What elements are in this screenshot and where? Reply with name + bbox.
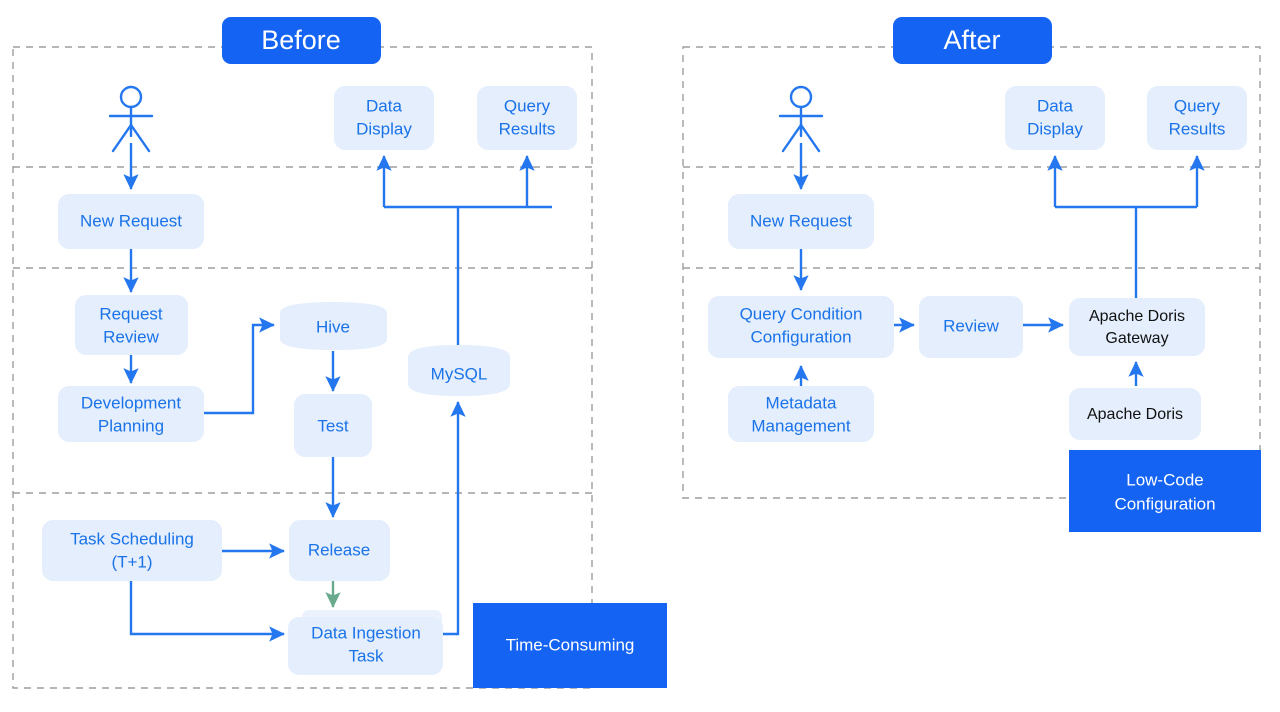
node-label-apache-doris: Apache Doris: [1087, 406, 1183, 423]
node-label-task-scheduling-line2: (T+1): [111, 552, 152, 571]
before-node-data-display[interactable]: Data Display: [334, 86, 434, 150]
after-badge: After: [893, 17, 1052, 64]
node-label-data-display-line2: Display: [356, 119, 412, 138]
after-node-apache-doris[interactable]: Apache Doris: [1069, 388, 1201, 440]
node-label-test: Test: [317, 416, 348, 435]
after-connectors: [793, 143, 1205, 386]
node-label-new-request: New Request: [80, 211, 182, 230]
node-label-data-ingestion-line1: Data Ingestion: [311, 623, 421, 642]
node-label-data-display-after-line1: Data: [1037, 96, 1073, 115]
after-node-metadata-management[interactable]: Metadata Management: [728, 386, 874, 442]
connector-task-scheduling-to-data-ingestion: [129, 581, 285, 642]
before-node-release[interactable]: Release: [289, 520, 390, 581]
node-label-query-condition-line2: Configuration: [750, 327, 851, 346]
before-badge-label: Before: [261, 25, 341, 55]
node-label-doris-gateway-line2: Gateway: [1105, 330, 1168, 347]
node-label-query-results-line1: Query: [504, 96, 551, 115]
node-label-release: Release: [308, 540, 370, 559]
after-node-new-request[interactable]: New Request: [728, 194, 874, 249]
node-label-data-display-after-line2: Display: [1027, 119, 1083, 138]
after-node-apache-doris-gateway[interactable]: Apache Doris Gateway: [1069, 298, 1205, 356]
connector-development-planning-to-hive: [204, 317, 275, 415]
before-actor-icon: [108, 85, 154, 153]
node-label-query-results-after-line2: Results: [1169, 119, 1226, 138]
after-badge-label: After: [943, 25, 1000, 55]
after-node-review[interactable]: Review: [919, 296, 1023, 358]
node-label-review: Review: [943, 316, 999, 335]
node-label-hive: Hive: [316, 317, 350, 336]
node-label-metadata-line1: Metadata: [766, 393, 837, 412]
connector-data-ingestion-to-mysql: [443, 401, 466, 636]
after-node-data-display[interactable]: Data Display: [1005, 86, 1105, 150]
before-badge: Before: [222, 17, 381, 64]
low-code-configuration-callout: Low-Code Configuration: [1069, 450, 1261, 532]
node-label-task-scheduling-line1: Task Scheduling: [70, 529, 194, 548]
node-label-metadata-line2: Management: [751, 416, 851, 435]
before-node-hive[interactable]: Hive: [280, 302, 387, 350]
after-node-query-condition-configuration[interactable]: Query Condition Configuration: [708, 296, 894, 358]
node-label-mysql: MySQL: [431, 364, 488, 383]
before-node-mysql[interactable]: MySQL: [408, 345, 510, 396]
before-node-test[interactable]: Test: [294, 394, 372, 457]
node-label-request-review-line2: Review: [103, 327, 159, 346]
node-label-data-ingestion-line2: Task: [349, 646, 384, 665]
before-node-development-planning[interactable]: Development Planning: [58, 386, 204, 442]
node-label-new-request-after: New Request: [750, 211, 852, 230]
before-node-query-results[interactable]: Query Results: [477, 86, 577, 150]
node-label-data-display-line1: Data: [366, 96, 402, 115]
time-consuming-label: Time-Consuming: [506, 635, 635, 654]
before-node-task-scheduling[interactable]: Task Scheduling (T+1): [42, 520, 222, 581]
node-label-development-planning-line1: Development: [81, 393, 181, 412]
node-label-query-results-line2: Results: [499, 119, 556, 138]
before-node-new-request[interactable]: New Request: [58, 194, 204, 249]
node-label-doris-gateway-line1: Apache Doris: [1089, 308, 1185, 325]
time-consuming-callout: Time-Consuming: [473, 603, 667, 688]
low-code-label-line1: Low-Code: [1126, 470, 1204, 489]
before-node-data-ingestion-task[interactable]: Data Ingestion Task: [288, 610, 443, 675]
node-label-query-results-after-line1: Query: [1174, 96, 1221, 115]
low-code-label-line2: Configuration: [1114, 494, 1215, 513]
before-node-request-review[interactable]: Request Review: [75, 295, 188, 355]
node-label-development-planning-line2: Planning: [98, 416, 164, 435]
before-connectors: [123, 143, 552, 642]
after-node-query-results[interactable]: Query Results: [1147, 86, 1247, 150]
node-label-request-review-line1: Request: [99, 304, 163, 323]
node-label-query-condition-line1: Query Condition: [740, 304, 863, 323]
after-actor-icon: [778, 85, 824, 153]
